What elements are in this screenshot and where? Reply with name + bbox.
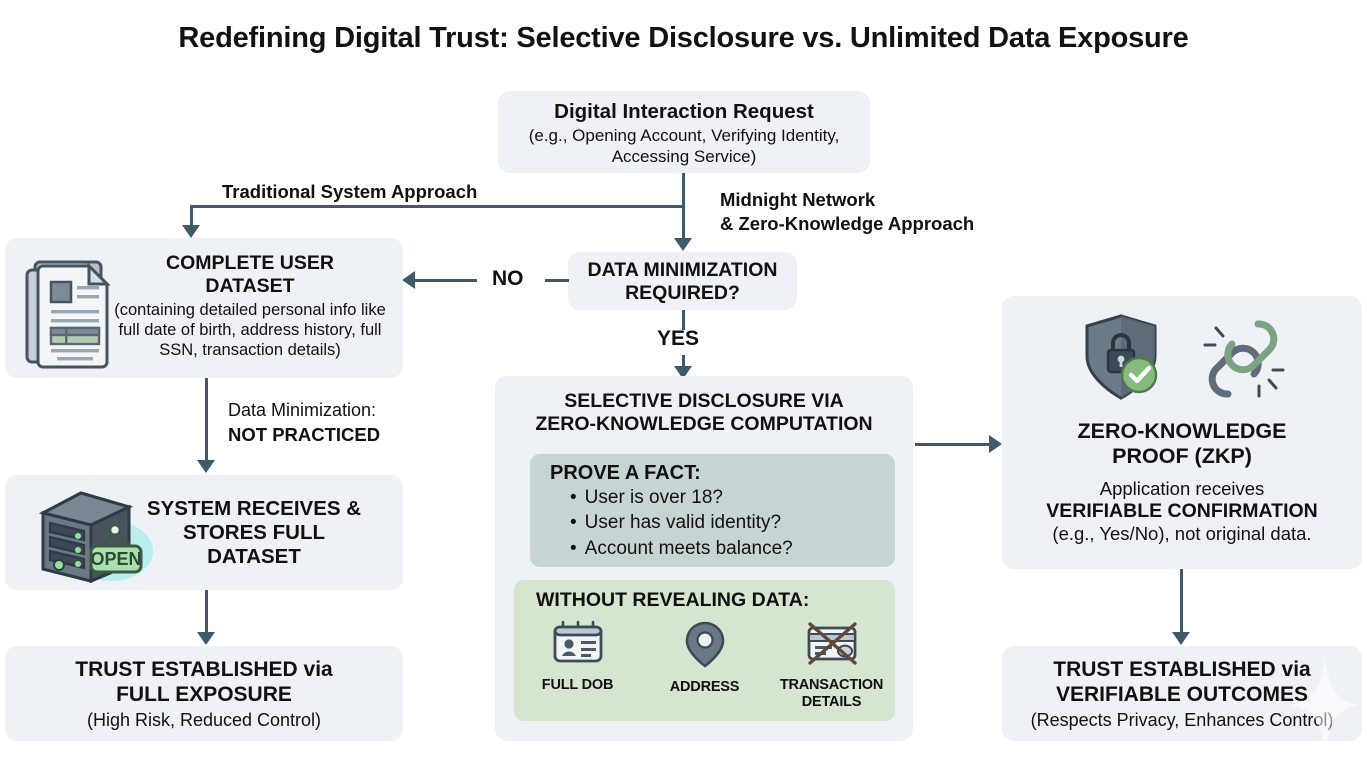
without-item-full-dob: FULL DOB bbox=[518, 620, 638, 694]
panel-without-revealing-data: WITHOUT REVEALING DATA: bbox=[514, 580, 895, 721]
decision-line1: DATA MINIMIZATION bbox=[587, 259, 778, 281]
prove-bullet-item: Account meets balance? bbox=[570, 536, 895, 561]
complete-dataset-line1: COMPLETE USER bbox=[166, 252, 334, 274]
node-trust-verifiable-outcomes: TRUST ESTABLISHED via VERIFIABLE OUTCOME… bbox=[1002, 646, 1362, 741]
panel-prove-a-fact: PROVE A FACT: User is over 18? User has … bbox=[530, 454, 895, 567]
zkp-line1: ZERO-KNOWLEDGE bbox=[1077, 419, 1287, 443]
edge-label-traditional: Traditional System Approach bbox=[222, 181, 478, 202]
id-card-icon bbox=[550, 620, 606, 671]
prove-bullet-item: User is over 18? bbox=[570, 485, 895, 510]
connector-no-right-seg bbox=[545, 279, 569, 282]
selective-line2: ZERO-KNOWLEDGE COMPUTATION bbox=[535, 413, 873, 435]
decision-line2: REQUIRED? bbox=[625, 282, 740, 304]
connector-dataset-to-system bbox=[205, 378, 208, 464]
connector-yes-bottom bbox=[682, 355, 685, 370]
request-subtitle: (e.g., Opening Account, Verifying Identi… bbox=[528, 126, 840, 166]
node-system-receives-stores: OPEN SYSTEM RECEIVES & STORES FULL DATAS… bbox=[5, 475, 403, 590]
connector-system-to-trust bbox=[205, 590, 208, 635]
node-selective-disclosure: SELECTIVE DISCLOSURE VIA ZERO-KNOWLEDGE … bbox=[495, 376, 913, 741]
map-pin-icon bbox=[682, 620, 728, 673]
arrowhead-to-zkp bbox=[989, 435, 1002, 453]
complete-dataset-line2: DATASET bbox=[205, 275, 295, 297]
trust-verifiable-line2: VERIFIABLE OUTCOMES bbox=[1055, 682, 1308, 706]
request-title: Digital Interaction Request bbox=[554, 100, 814, 123]
documents-stack-icon bbox=[21, 256, 125, 377]
server-open-sign-label: OPEN bbox=[90, 549, 141, 569]
edge-label-data-min-line1: Data Minimization: bbox=[228, 400, 377, 420]
edge-label-midnight-line1: Midnight Network bbox=[720, 189, 876, 210]
arrowhead-to-decision bbox=[674, 238, 692, 251]
connector-traditional-vertical bbox=[190, 205, 193, 227]
connector-zkp-to-trust bbox=[1180, 569, 1183, 635]
without-item-address: ADDRESS bbox=[645, 620, 765, 696]
edge-label-no: NO bbox=[492, 267, 524, 290]
shield-lock-check-icon bbox=[1073, 312, 1169, 409]
prove-bullet-list: User is over 18? User has valid identity… bbox=[550, 485, 895, 561]
edge-label-midnight-line2: & Zero-Knowledge Approach bbox=[720, 213, 975, 234]
connector-request-stub bbox=[682, 173, 685, 205]
complete-dataset-subtitle: (containing detailed personal info like … bbox=[114, 301, 386, 359]
credit-card-crossed-icon bbox=[803, 620, 861, 671]
chain-link-icon bbox=[1195, 312, 1291, 409]
trust-verifiable-subtitle: (Respects Privacy, Enhances Control) bbox=[1030, 709, 1334, 730]
node-complete-user-dataset: COMPLETE USER DATASET (containing detail… bbox=[5, 238, 403, 378]
selective-line1: SELECTIVE DISCLOSURE VIA bbox=[564, 390, 844, 412]
trust-verifiable-line1: TRUST ESTABLISHED via bbox=[1053, 658, 1311, 681]
node-trust-full-exposure: TRUST ESTABLISHED via FULL EXPOSURE (Hig… bbox=[5, 646, 403, 741]
zkp-sub-line3: (e.g., Yes/No), not original data. bbox=[1052, 523, 1312, 545]
arrowhead-to-system-stores bbox=[197, 460, 215, 473]
without-caption: FULL DOB bbox=[541, 677, 614, 693]
trust-full-subtitle: (High Risk, Reduced Control) bbox=[86, 709, 322, 730]
trust-full-line2: FULL EXPOSURE bbox=[116, 682, 292, 706]
arrowhead-to-selective-disclosure bbox=[674, 366, 692, 379]
system-stores-line3: DATASET bbox=[207, 545, 301, 569]
system-stores-line1: SYSTEM RECEIVES & bbox=[146, 497, 362, 520]
connector-no-left-seg bbox=[415, 279, 477, 282]
zkp-sub-line2: VERIFIABLE CONFIRMATION bbox=[1046, 499, 1318, 522]
system-stores-line2: STORES FULL bbox=[183, 521, 325, 545]
without-heading: WITHOUT REVEALING DATA: bbox=[536, 589, 810, 611]
connector-midnight-vertical bbox=[682, 205, 685, 240]
zkp-sub-line1: Application receives bbox=[1099, 477, 1265, 499]
arrowhead-to-trust-full-exposure bbox=[197, 632, 215, 645]
without-icon-row: FULL DOB ADDRESS bbox=[514, 620, 895, 710]
without-item-transaction-details: TRANSACTION DETAILS bbox=[772, 620, 892, 710]
arrowhead-to-trust-verifiable bbox=[1172, 632, 1190, 645]
arrowhead-to-complete-dataset bbox=[182, 225, 200, 238]
edge-label-yes: YES bbox=[657, 327, 700, 350]
prove-bullet-item: User has valid identity? bbox=[570, 510, 895, 535]
node-data-minimization-decision: DATA MINIMIZATION REQUIRED? bbox=[568, 252, 797, 310]
edge-label-data-min-line2: NOT PRACTICED bbox=[228, 424, 381, 445]
arrowhead-no-to-complete-dataset bbox=[402, 271, 415, 289]
without-caption: TRANSACTION DETAILS bbox=[779, 677, 884, 710]
connector-selective-to-zkp bbox=[915, 443, 991, 446]
trust-full-line1: TRUST ESTABLISHED via bbox=[75, 658, 333, 681]
zkp-line2: PROOF (ZKP) bbox=[1112, 444, 1252, 469]
node-digital-interaction-request: Digital Interaction Request (e.g., Openi… bbox=[498, 91, 870, 173]
prove-heading: PROVE A FACT: bbox=[550, 462, 701, 484]
connector-traditional-horizontal bbox=[190, 205, 685, 208]
node-zero-knowledge-proof: ZERO-KNOWLEDGE PROOF (ZKP) Application r… bbox=[1002, 296, 1362, 569]
connector-yes-top bbox=[682, 310, 685, 330]
server-open-icon: OPEN bbox=[29, 487, 157, 590]
page-title: Redefining Digital Trust: Selective Disc… bbox=[178, 22, 1189, 54]
without-caption: ADDRESS bbox=[669, 679, 740, 695]
zkp-icon-row bbox=[1002, 296, 1362, 409]
